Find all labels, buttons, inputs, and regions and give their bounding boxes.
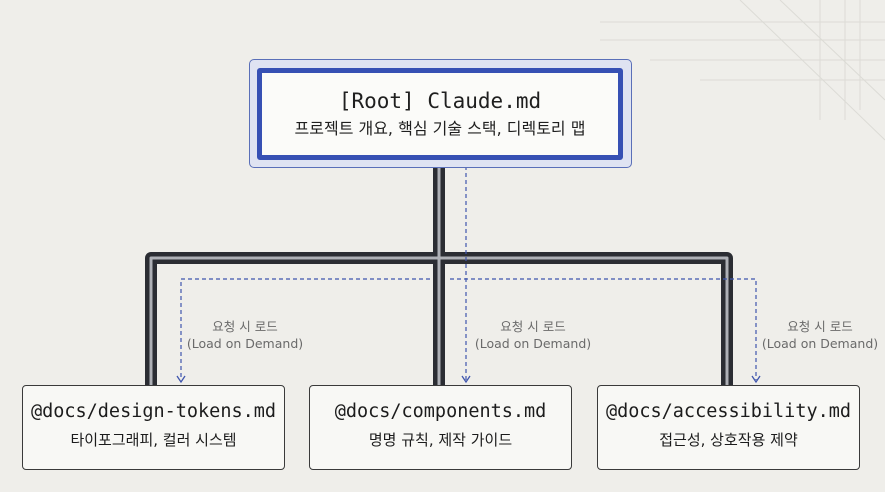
child-node-design-tokens: @docs/design-tokens.md 타이포그래피, 컬러 시스템 [22,385,285,470]
arrowhead-2 [461,375,471,384]
dashed-arrow-3 [450,278,757,380]
edge-label-3-korean: 요청 시 로드 [787,319,853,334]
child-node-subtitle: 접근성, 상호작용 제약 [659,431,798,449]
child-node-components: @docs/components.md 명명 규칙, 제작 가이드 [309,385,572,470]
child-node-title: @docs/components.md [334,401,547,422]
trunk-inner [149,168,729,385]
dashed-arrow-1 [180,278,430,380]
child-node-subtitle: 명명 규칙, 제작 가이드 [368,431,513,449]
edge-label-3: 요청 시 로드 (Load on Demand) [755,318,885,352]
child-node-accessibility: @docs/accessibility.md 접근성, 상호작용 제약 [597,385,860,470]
root-node-subtitle: 프로젝트 개요, 핵심 기술 스택, 디렉토리 맵 [294,119,586,138]
root-node-title: [Root] Claude.md [338,89,542,113]
arrowhead-3 [751,375,761,384]
edge-label-1-korean: 요청 시 로드 [212,319,278,334]
edge-label-2: 요청 시 로드 (Load on Demand) [468,318,598,352]
child-node-subtitle: 타이포그래피, 컬러 시스템 [70,431,237,449]
edge-label-3-english: (Load on Demand) [761,336,879,351]
child-node-title: @docs/accessibility.md [605,401,852,422]
edge-label-1: 요청 시 로드 (Load on Demand) [180,318,310,352]
child-node-title: @docs/design-tokens.md [30,401,277,422]
edge-label-1-english: (Load on Demand) [186,336,304,351]
arrowhead-1 [176,375,186,384]
root-node: [Root] Claude.md 프로젝트 개요, 핵심 기술 스택, 디렉토리… [257,68,623,160]
edge-label-2-korean: 요청 시 로드 [500,319,566,334]
edge-label-2-english: (Load on Demand) [474,336,592,351]
